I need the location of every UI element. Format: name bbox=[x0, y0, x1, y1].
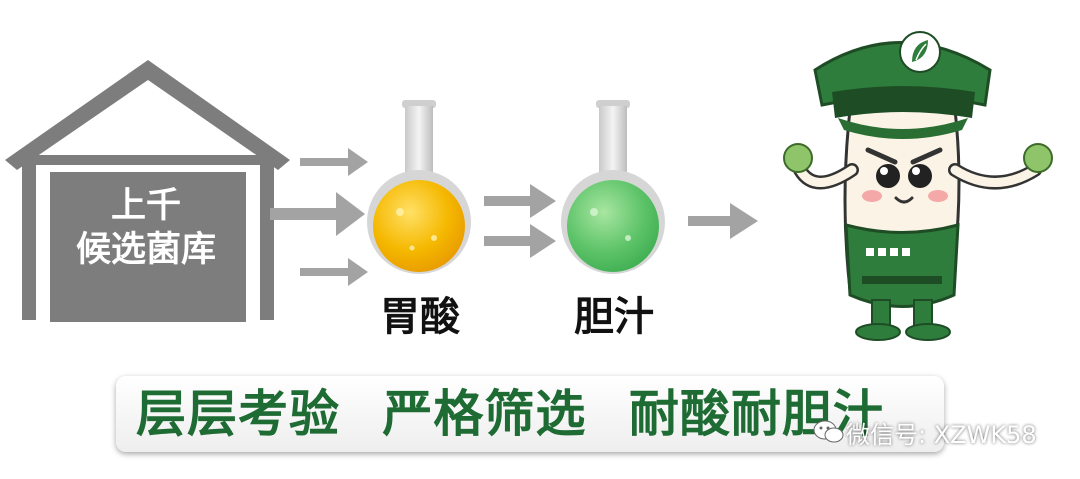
watermark: 微信号: XZWK58 bbox=[812, 414, 1037, 450]
arrow-icon bbox=[300, 148, 368, 176]
arrow-icon bbox=[484, 184, 556, 218]
slogan-phrase-1: 层层考验 bbox=[136, 385, 340, 443]
slogan-banner bbox=[116, 376, 944, 452]
arrow-icon bbox=[484, 224, 556, 258]
house-label: 上千 候选菌库 bbox=[46, 184, 246, 272]
slogan-phrase-2: 严格筛选 bbox=[382, 385, 587, 443]
arrow-icon bbox=[688, 203, 758, 239]
arrow-group-1 bbox=[270, 148, 368, 286]
house-label-line2: 候选菌库 bbox=[75, 230, 216, 270]
house-icon bbox=[5, 60, 290, 325]
house-label-line1: 上千 bbox=[110, 186, 181, 226]
arrow-group-2 bbox=[484, 184, 556, 258]
arrow-icon bbox=[300, 258, 368, 286]
leaf-emblem-icon bbox=[912, 40, 928, 62]
arrow-icon bbox=[270, 192, 365, 236]
flask-stomach-acid-icon bbox=[367, 100, 471, 274]
wechat-icon bbox=[813, 420, 844, 443]
flask-label-stomach-acid: 胃酸 bbox=[380, 294, 460, 340]
flask-label-bile: 胆汁 bbox=[574, 294, 654, 340]
mascot-icon bbox=[783, 31, 1053, 341]
watermark-text: 微信号: XZWK58 bbox=[846, 420, 1037, 449]
flask-bile-icon bbox=[561, 100, 665, 274]
